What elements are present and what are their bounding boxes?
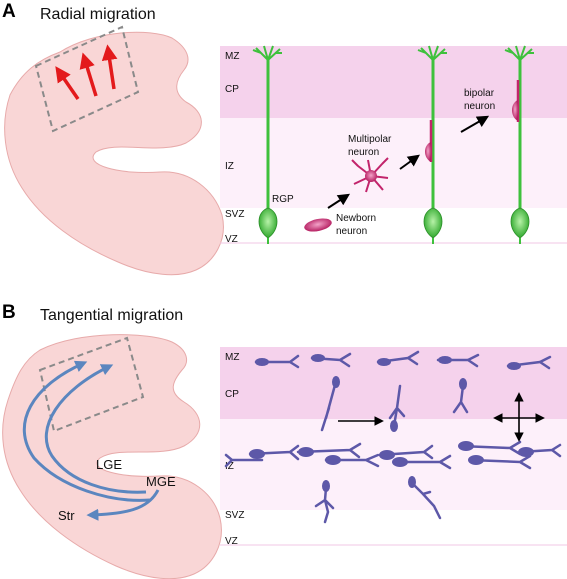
- panel-a-title: Radial migration: [40, 6, 156, 23]
- interneuron: [310, 352, 352, 368]
- panel-b-title: Tangential migration: [40, 307, 183, 324]
- rgp-cell: [252, 45, 282, 244]
- tangential-arrow-to-str: [86, 489, 160, 521]
- interneuron: [324, 453, 380, 468]
- bipolar-label-1: bipolar: [464, 88, 495, 99]
- interneurons: [224, 350, 562, 524]
- layer-label-cp: CP: [225, 389, 239, 400]
- tangential-arrow-long: [22, 360, 151, 502]
- multipolar-label-2: neuron: [348, 147, 379, 158]
- multipolar-label-1: Multipolar: [348, 134, 392, 145]
- interneuron: [388, 384, 406, 432]
- radial-arrow: [101, 44, 118, 90]
- rgp-cell: [417, 45, 447, 244]
- interneuron: [408, 476, 442, 520]
- tangential-zoom-box: [38, 336, 145, 433]
- brain-section-b: [2, 334, 222, 579]
- region-label-mge: MGE: [146, 474, 176, 489]
- progression-arrow: [460, 115, 490, 133]
- cortex-bands-b: [220, 347, 567, 546]
- layer-label-cp: CP: [225, 84, 239, 95]
- bipolar-neuron-on-rgp: [512, 80, 520, 122]
- progression-arrow: [399, 154, 420, 170]
- newborn-neuron: [304, 218, 332, 232]
- interneuron: [468, 454, 532, 470]
- interneuron: [254, 354, 300, 369]
- panel-a: A Radial migration MZ CP IZ SVZ VZ: [2, 1, 567, 276]
- layer-label-svz: SVZ: [225, 510, 244, 521]
- newborn-label-1: Newborn: [336, 213, 376, 224]
- radial-arrow: [55, 66, 80, 100]
- interneuron: [296, 442, 362, 459]
- interneuron: [436, 353, 480, 368]
- region-label-lge: LGE: [96, 457, 122, 472]
- interneuron: [506, 355, 552, 370]
- region-label-str: Str: [58, 508, 75, 523]
- bipolar-neuron-on-rgp: [425, 120, 433, 162]
- interneuron: [392, 454, 452, 470]
- progression-arrow: [327, 193, 351, 209]
- progression-arrows: [327, 115, 490, 209]
- interneuron: [224, 453, 264, 468]
- layer-label-mz: MZ: [225, 51, 239, 62]
- interneuron: [452, 378, 469, 414]
- newborn-label-2: neuron: [336, 226, 367, 237]
- interneuron: [378, 444, 434, 460]
- rgp-cell: [504, 45, 534, 244]
- mz-cp-band: [220, 46, 567, 118]
- interneuron: [518, 443, 562, 458]
- tangential-arrow-inner: [44, 364, 147, 494]
- iz-band: [220, 118, 567, 208]
- radial-arrows: [55, 44, 118, 100]
- brain-section-a: [4, 31, 224, 276]
- bipolar-label-2: neuron: [464, 101, 495, 112]
- interneuron: [314, 480, 335, 524]
- interneuron: [376, 350, 420, 366]
- layer-labels-a: MZ CP IZ SVZ VZ: [225, 51, 244, 245]
- layer-label-vz: VZ: [225, 234, 238, 245]
- multipolar-neuron: [351, 157, 389, 193]
- interneuron: [248, 444, 300, 461]
- cortex-bands-a: [220, 46, 567, 244]
- mz-cp-band: [220, 347, 567, 419]
- rgp-label: RGP: [272, 194, 294, 205]
- panel-b-letter: B: [2, 302, 16, 323]
- panel-b: B Tangential migration LGE MGE Str MZ CP…: [2, 302, 567, 579]
- radial-zoom-box: [34, 25, 140, 133]
- tangential-arrows: [22, 360, 160, 521]
- layer-label-mz: MZ: [225, 352, 239, 363]
- layer-labels-b: MZ CP IZ SVZ VZ: [225, 352, 244, 547]
- layer-label-iz: IZ: [225, 461, 234, 472]
- radial-arrow: [79, 52, 98, 97]
- layer-label-vz: VZ: [225, 536, 238, 547]
- layer-label-svz: SVZ: [225, 209, 244, 220]
- movement-arrows: [338, 392, 545, 442]
- interneuron: [320, 376, 340, 432]
- layer-label-iz: IZ: [225, 161, 234, 172]
- panel-a-letter: A: [2, 1, 16, 22]
